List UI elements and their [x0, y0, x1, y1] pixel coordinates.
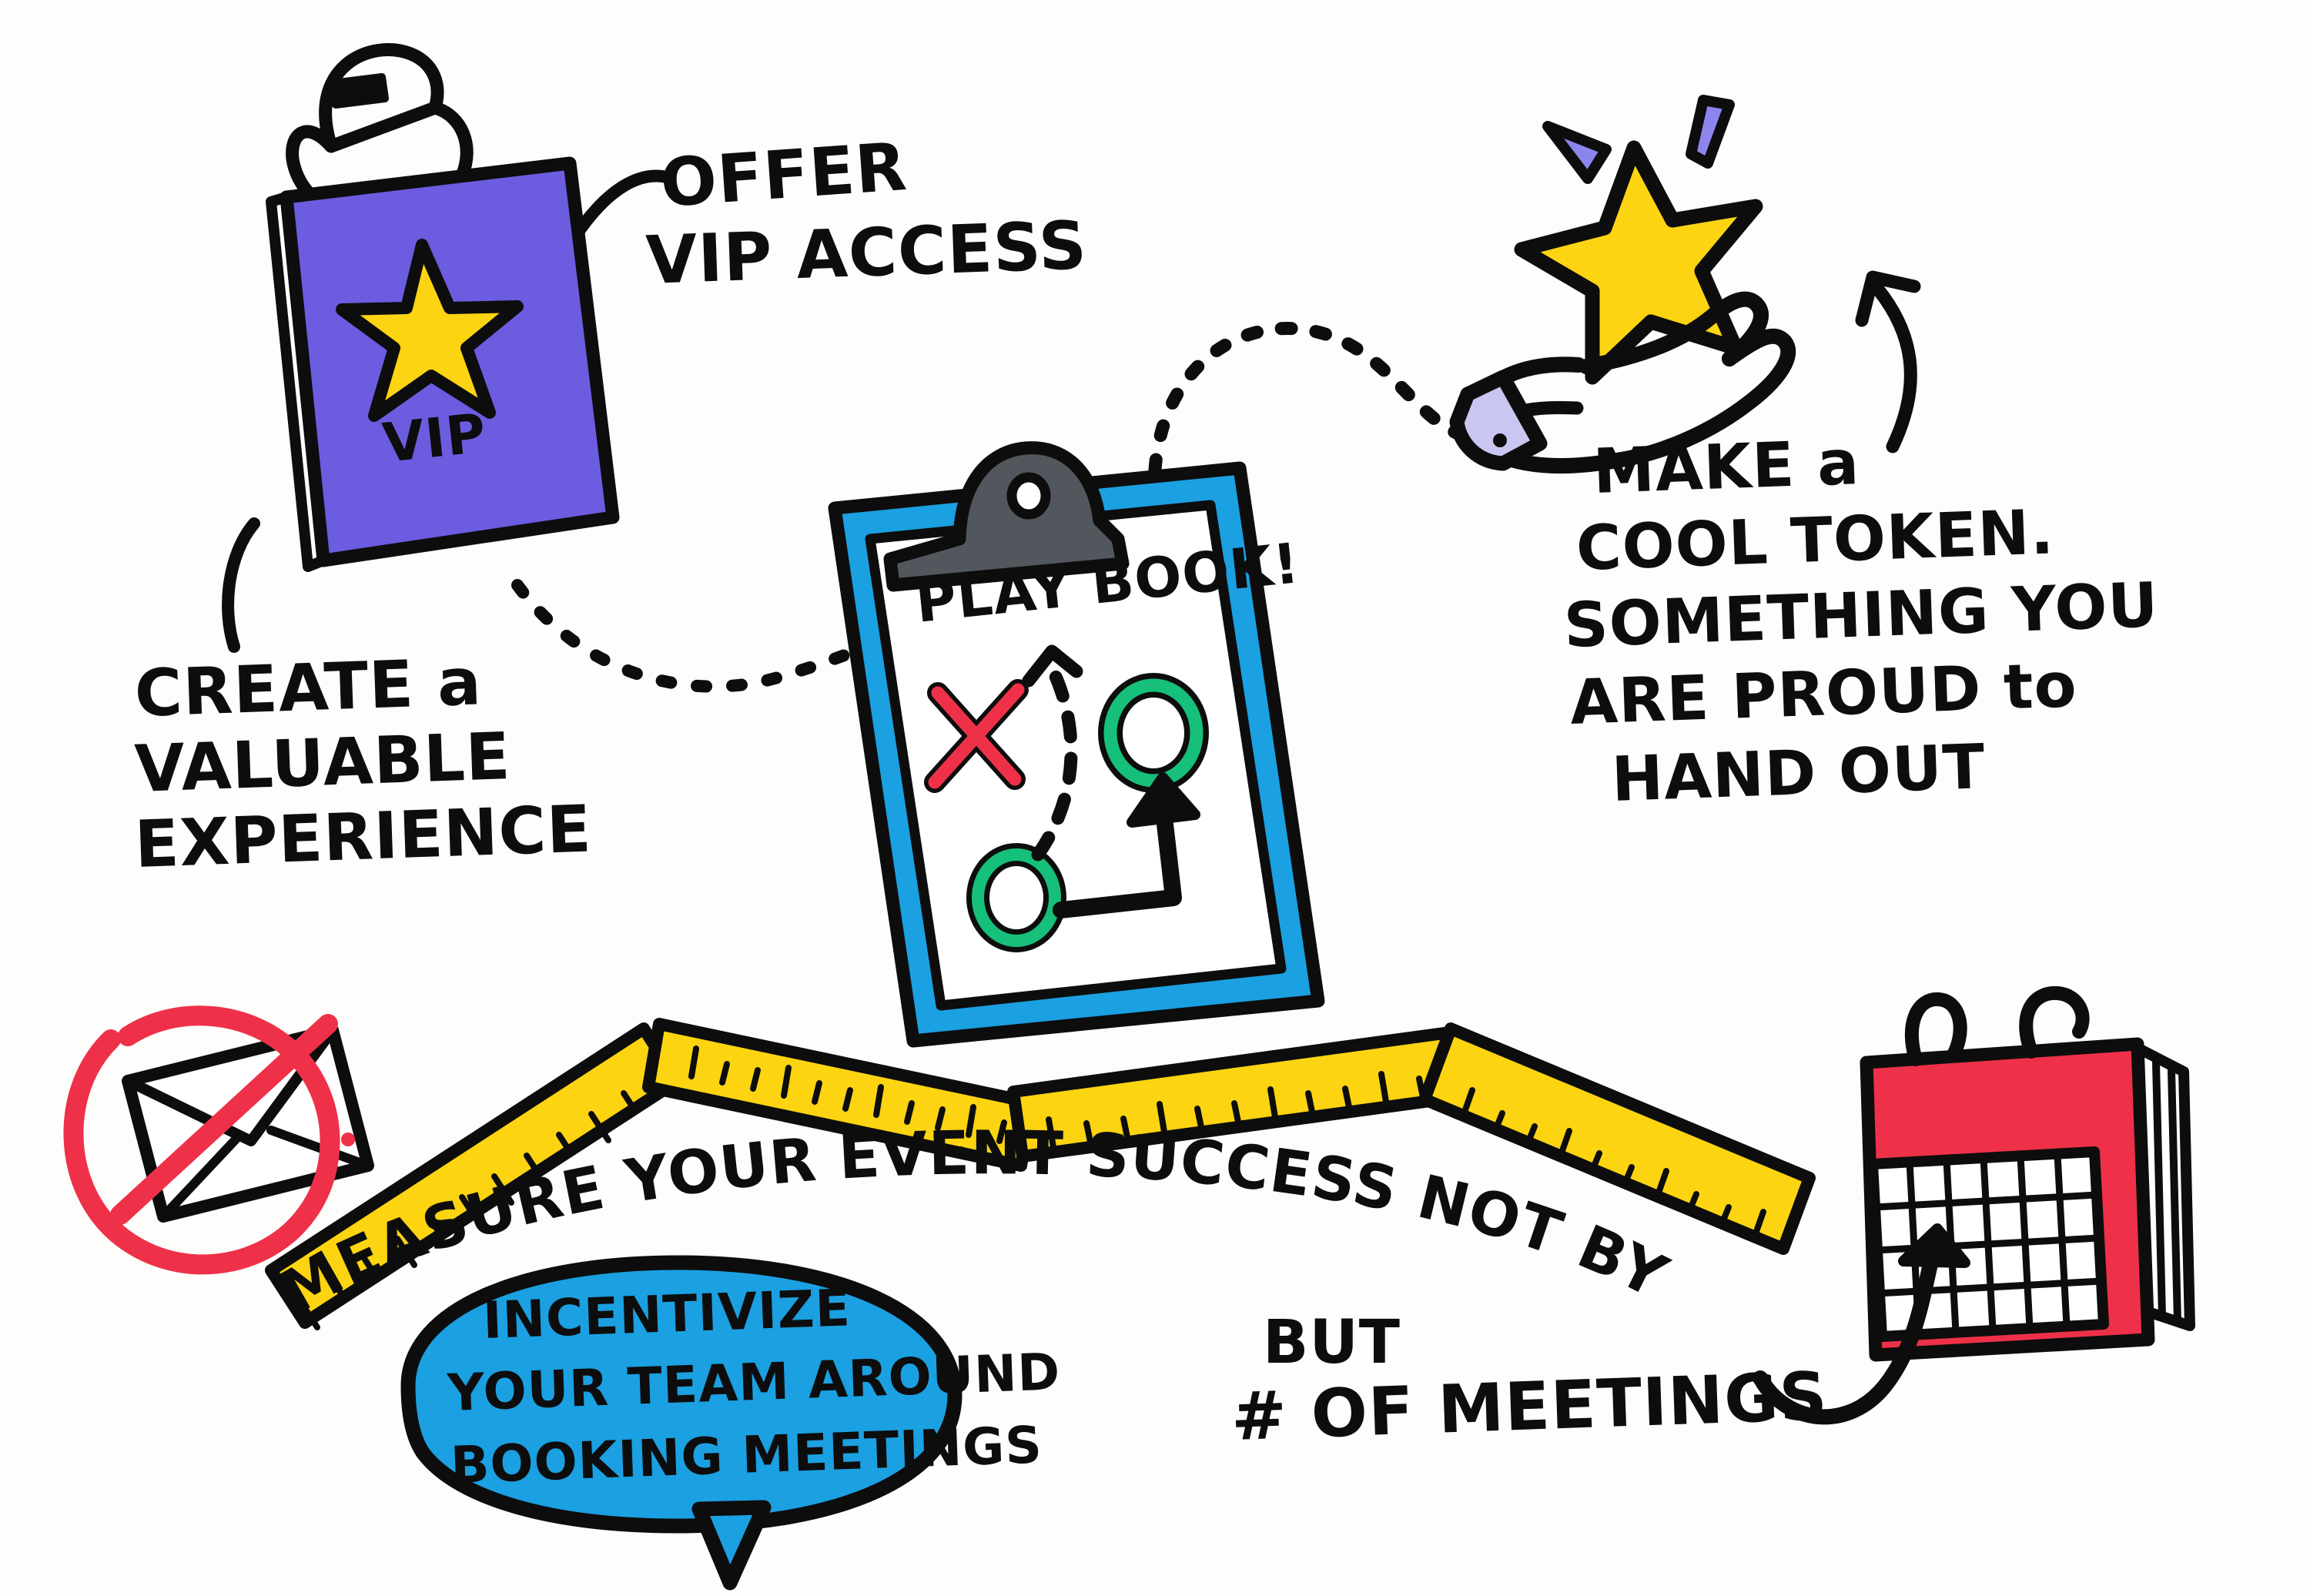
- offer-vip-access-annotation: OFFER VIP ACCESS: [644, 129, 1088, 299]
- sparkle-left-icon: [1542, 121, 1612, 184]
- no-email-icon-group: [63, 1005, 374, 1275]
- offer-vip-line-1: OFFER: [658, 129, 909, 223]
- hand-cuff: [1449, 370, 1548, 471]
- vip-card-label: VIP: [380, 401, 489, 475]
- create-callout-pointer: [222, 517, 260, 653]
- create-line-2: VALUABLE: [133, 718, 512, 807]
- ruler-ticks-3: [1046, 1071, 1426, 1150]
- token-line-2: COOL TOKEN.: [1575, 496, 2055, 584]
- calendar-group: [1753, 985, 2195, 1425]
- stitched-connector-clipboard-to-hand: [1148, 322, 1535, 477]
- measure-line-2: BUT: [1263, 1308, 1401, 1377]
- speech-bubble-body: [400, 1255, 962, 1534]
- create-line-1: CREATE a: [133, 644, 483, 731]
- vip-callout-pointer: [573, 169, 673, 237]
- speech-bubble-tail: [691, 1500, 772, 1591]
- token-callout-arrow: [1869, 279, 1917, 453]
- playbook-solid-arrowhead: [1127, 772, 1200, 828]
- cuff-button-icon: [1493, 433, 1507, 447]
- token-callout-arrowhead: [1855, 270, 1921, 327]
- lanyard-clasp: [329, 73, 389, 109]
- hand-fingers: [1489, 328, 1796, 473]
- clipboard-clip-hole: [1006, 472, 1051, 520]
- playbook-o-mark-upper: [1098, 673, 1209, 793]
- envelope-fold-right: [266, 1126, 373, 1170]
- ruler-segment-4: [1418, 1022, 1816, 1255]
- calendar-ring-left: [1904, 992, 1967, 1066]
- prohibition-circle: [63, 1005, 340, 1275]
- calendar-callout-arrow: [1753, 1241, 1942, 1425]
- token-line-4: ARE PROUD to: [1568, 649, 2078, 738]
- create-line-3: EXPERIENCE: [133, 791, 593, 882]
- calendar-ring-right: [2019, 985, 2090, 1059]
- sparkle-right-icon: [1686, 95, 1735, 169]
- playbook-solid-route: [1053, 809, 1182, 918]
- envelope-fold-left: [159, 1135, 240, 1221]
- hand-thumb: [1578, 291, 1769, 374]
- ruler-ticks-2: [688, 1046, 1007, 1144]
- offer-vip-line-2: VIP ACCESS: [644, 207, 1088, 299]
- prohibition-slash: [110, 1014, 338, 1225]
- playbook-dashed-arrowhead: [1022, 644, 1083, 688]
- playbook-dashed-route: [1031, 664, 1078, 862]
- calendar-callout-arrowhead: [1898, 1223, 1970, 1268]
- playbook-o-mark-lower: [966, 843, 1066, 952]
- lanyard-loop-top: [319, 43, 444, 153]
- ruler-ticks-4: [1460, 1087, 1766, 1241]
- ruler-ticks-1: [297, 1090, 638, 1330]
- vip-badge-group: VIP: [266, 43, 620, 572]
- prohibition-dot: [341, 1133, 355, 1146]
- clipboard-clip: [883, 441, 1130, 592]
- vip-star-icon: [336, 239, 524, 422]
- playbook-x-mark: [924, 679, 1029, 793]
- incentivize-speech-bubble-group: INCENTIVIZE YOUR TEAM AROUND BOOKING MEE…: [400, 1255, 1061, 1591]
- playbook-clipboard-group: PLAY BOOK!: [828, 441, 1325, 1048]
- bubble-line-1: INCENTIVIZE: [482, 1278, 852, 1350]
- token-line-5: HAND OUT: [1610, 731, 1987, 815]
- hand-with-star-group: [1449, 95, 1921, 473]
- create-valuable-experience-annotation: CREATE a VALUABLE EXPERIENCE: [133, 644, 593, 882]
- folding-ruler-group: [265, 1018, 1816, 1330]
- token-line-1: MAKE a: [1592, 427, 1860, 507]
